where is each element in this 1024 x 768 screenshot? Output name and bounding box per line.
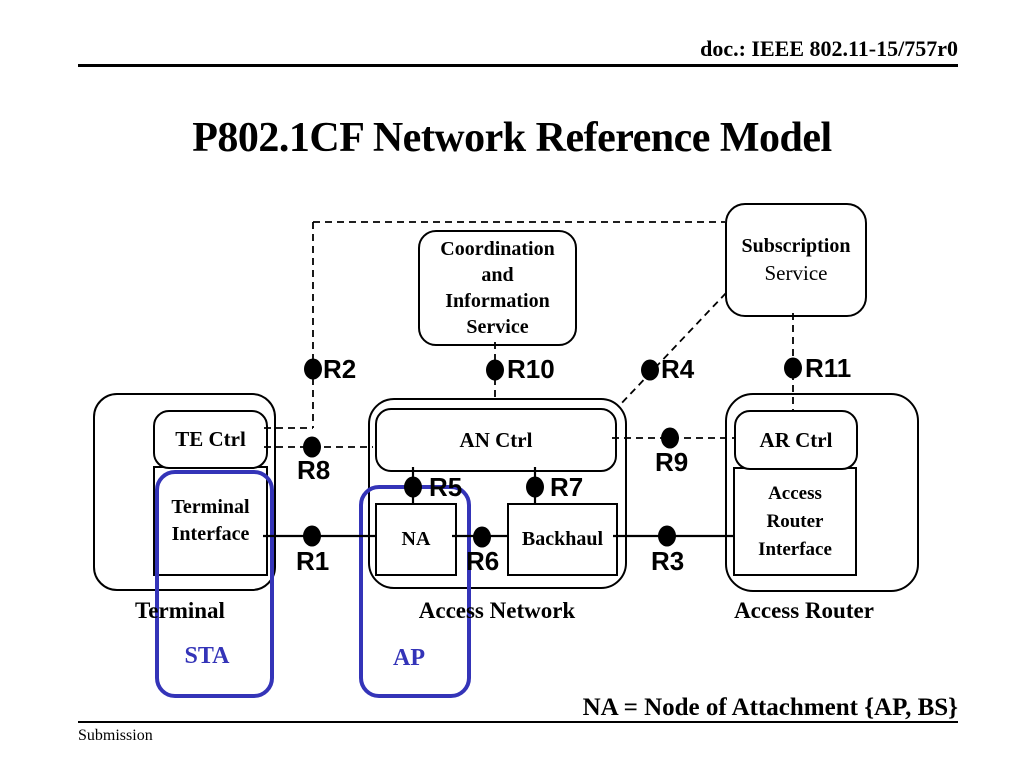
ref-label-r11: R11 — [805, 353, 852, 383]
ref-point-dot-r1 — [303, 525, 321, 547]
ref-label-r10: R10 — [507, 354, 555, 384]
na-definition-note: NA = Node of Attachment {AP, BS} — [582, 694, 958, 721]
ref-label-r7: R7 — [550, 472, 584, 502]
ref-point-dot-r4 — [641, 359, 659, 381]
ref-label-r1: R1 — [296, 546, 330, 576]
an-ctrl-box: AN Ctrl — [375, 408, 617, 472]
ref-point-dot-r9 — [661, 427, 679, 449]
doc-number-label: doc.: IEEE 802.11-15/757r0 — [700, 36, 958, 61]
region-label-terminal: Terminal — [135, 598, 225, 623]
region-label-access-network: Access Network — [418, 598, 576, 623]
te-ctrl-box: TE Ctrl — [153, 410, 268, 469]
subscription-service-box: Subscription Service — [725, 203, 867, 317]
ap-label: AP — [393, 645, 425, 671]
subscription-service-line1: Subscription — [741, 235, 851, 257]
subscription-service-line2: Service — [764, 261, 828, 285]
coordination-service-box: Coordination and Information Service — [418, 230, 577, 346]
ref-point-dot-r3 — [658, 525, 676, 547]
ref-label-r6: R6 — [466, 546, 500, 576]
region-label-access-router: Access Router — [734, 598, 874, 623]
ref-label-r8: R8 — [297, 455, 331, 485]
ref-label-r2: R2 — [323, 354, 357, 384]
terminal-group-box — [93, 393, 276, 591]
dashed-line-r4-diagonal — [617, 292, 727, 408]
page-title: P802.1CF Network Reference Model — [192, 115, 832, 161]
backhaul-box: Backhaul — [507, 503, 618, 576]
ref-label-r5: R5 — [429, 472, 463, 502]
header-rule — [78, 64, 958, 67]
submission-label: Submission — [78, 727, 153, 744]
ref-label-r4: R4 — [661, 354, 695, 384]
footer-rule — [78, 721, 958, 723]
ar-ctrl-box: AR Ctrl — [734, 410, 858, 470]
sta-overlay-box — [155, 470, 274, 698]
sta-label: STA — [184, 643, 230, 669]
ref-point-dot-r2 — [304, 358, 322, 380]
ref-point-dot-r11 — [784, 357, 802, 379]
access-router-group-box — [725, 393, 919, 592]
na-box: NA — [375, 503, 457, 576]
ref-label-r9: R9 — [655, 447, 689, 477]
ref-label-r3: R3 — [651, 546, 685, 576]
access-router-interface-box: Access Router Interface — [733, 467, 857, 576]
ref-point-dot-r10 — [486, 359, 504, 381]
